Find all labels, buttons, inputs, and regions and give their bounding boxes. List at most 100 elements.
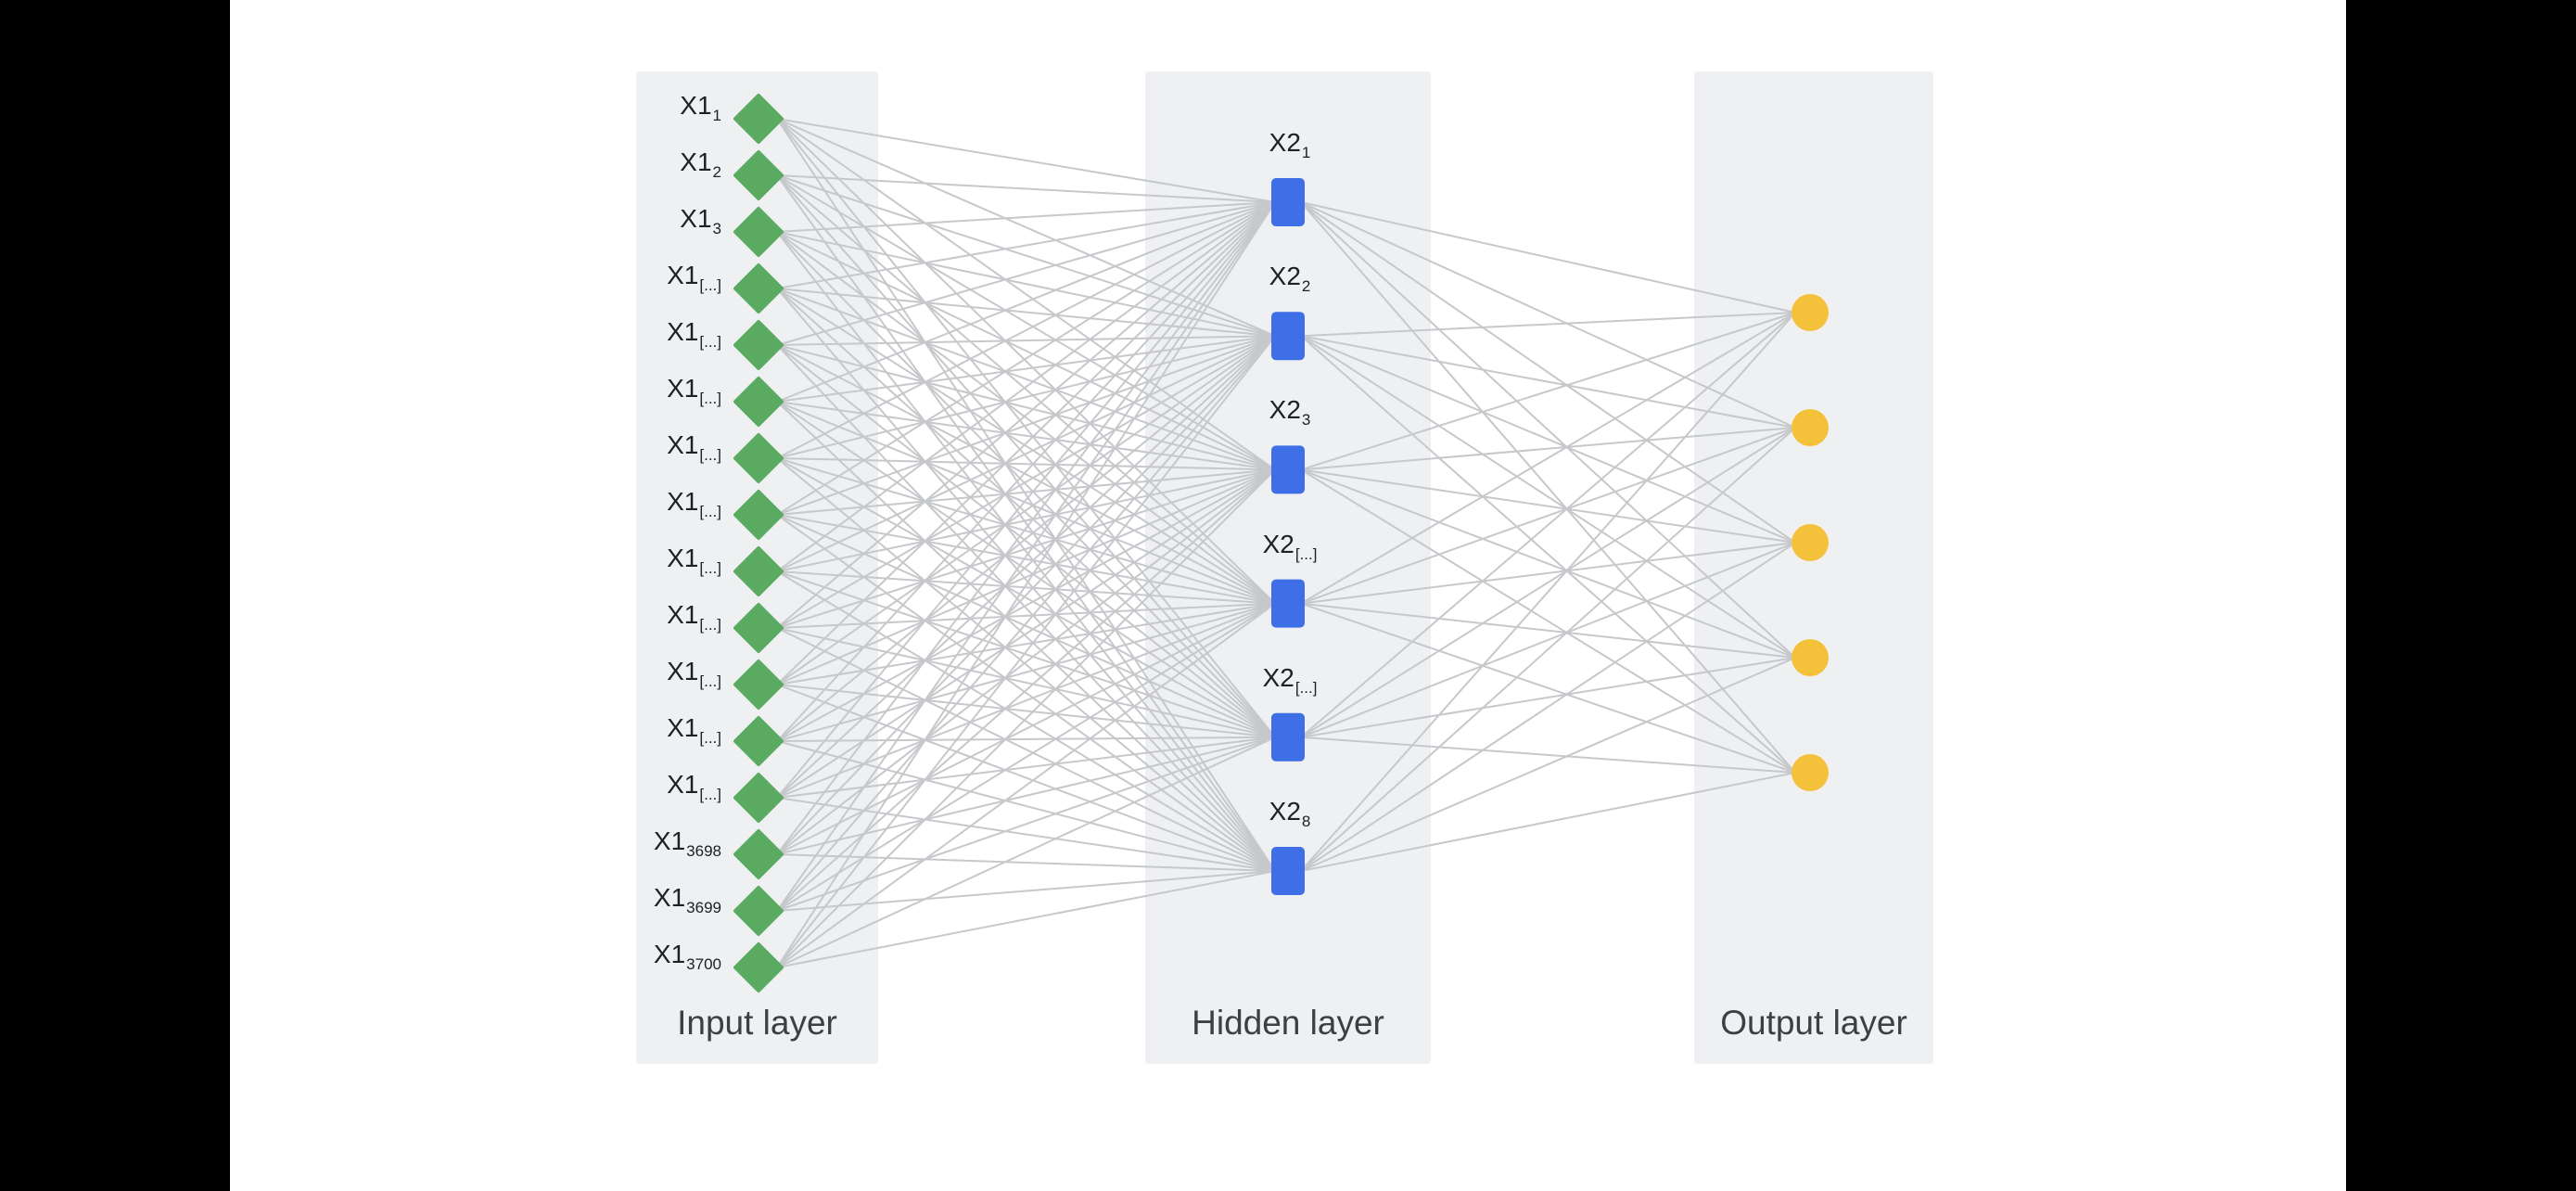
input-node-label: X1[...] bbox=[610, 374, 721, 408]
input-node bbox=[733, 263, 784, 314]
edge-hidden-output bbox=[1300, 427, 1796, 872]
edge-input-hidden bbox=[776, 468, 1276, 742]
node-label-subscript: [...] bbox=[699, 729, 721, 747]
edge-input-hidden bbox=[776, 602, 1276, 912]
edge-input-hidden bbox=[776, 514, 1276, 872]
hidden-node bbox=[1271, 579, 1305, 628]
input-node-label: X1[...] bbox=[610, 600, 721, 634]
edge-input-hidden bbox=[776, 335, 1276, 459]
edge-input-hidden bbox=[776, 627, 1276, 872]
hidden-node bbox=[1271, 847, 1305, 895]
edge-input-hidden bbox=[776, 231, 1276, 605]
edge-input-hidden bbox=[776, 288, 1276, 338]
edge-input-hidden bbox=[776, 201, 1276, 968]
edge-input-hidden bbox=[776, 797, 1276, 872]
edge-hidden-output bbox=[1300, 335, 1796, 429]
node-label-base: X2 bbox=[1269, 262, 1301, 291]
edge-input-hidden bbox=[776, 201, 1276, 855]
node-label-subscript: 3698 bbox=[686, 842, 721, 860]
input-layer-label: Input layer bbox=[677, 1004, 837, 1042]
node-label-base: X1 bbox=[667, 657, 699, 685]
edge-input-hidden bbox=[776, 288, 1276, 605]
edge-input-hidden bbox=[776, 231, 1276, 338]
input-node bbox=[733, 433, 784, 483]
edge-input-hidden bbox=[776, 201, 1276, 233]
edge-input-hidden bbox=[776, 335, 1276, 516]
hidden-node-label: X2[...] bbox=[1234, 530, 1345, 564]
edge-input-hidden bbox=[776, 344, 1276, 471]
edge-input-hidden bbox=[776, 457, 1276, 605]
node-label-subscript: 3700 bbox=[686, 955, 721, 973]
input-node-label: X1[...] bbox=[610, 657, 721, 691]
node-label-subscript: 1 bbox=[1301, 144, 1311, 161]
hidden-layer-label: Hidden layer bbox=[1192, 1004, 1384, 1042]
edge-input-hidden bbox=[776, 335, 1276, 855]
node-label-base: X2 bbox=[1269, 395, 1301, 425]
edge-input-hidden bbox=[776, 201, 1276, 685]
edge-input-hidden bbox=[776, 457, 1276, 738]
node-label-subscript: [...] bbox=[699, 503, 721, 520]
node-label-subscript: 8 bbox=[1301, 813, 1311, 830]
edge-hidden-output bbox=[1300, 201, 1796, 314]
edge-hidden-output bbox=[1300, 201, 1796, 544]
output-node bbox=[1792, 524, 1829, 561]
input-node-label: X1[...] bbox=[610, 770, 721, 804]
edge-input-hidden bbox=[776, 602, 1276, 799]
edge-input-hidden bbox=[776, 201, 1276, 799]
hidden-node bbox=[1271, 312, 1305, 361]
hidden-node bbox=[1271, 445, 1305, 494]
edge-input-hidden bbox=[776, 570, 1276, 605]
edge-input-hidden bbox=[776, 174, 1276, 738]
edge-input-hidden bbox=[776, 201, 1276, 403]
edge-hidden-output bbox=[1300, 427, 1796, 605]
edge-input-hidden bbox=[776, 288, 1276, 471]
edge-input-hidden bbox=[776, 174, 1276, 203]
edge-input-hidden bbox=[776, 344, 1276, 738]
hidden-node-label: X22 bbox=[1234, 262, 1345, 296]
edge-input-hidden bbox=[776, 602, 1276, 629]
hidden-node-label: X21 bbox=[1234, 128, 1345, 162]
node-label-base: X1 bbox=[680, 91, 712, 120]
node-label-base: X1 bbox=[680, 204, 712, 233]
node-label-subscript: 1 bbox=[712, 107, 721, 124]
edge-input-hidden bbox=[776, 118, 1276, 471]
node-label-base: X2 bbox=[1269, 128, 1301, 157]
node-label-base: X1 bbox=[667, 487, 699, 516]
input-node bbox=[733, 546, 784, 596]
edge-input-hidden bbox=[776, 344, 1276, 872]
input-node bbox=[733, 207, 784, 257]
node-label-subscript: 2 bbox=[1301, 277, 1311, 296]
hidden-node-label: X28 bbox=[1234, 797, 1345, 831]
input-node bbox=[733, 94, 784, 144]
node-label-base: X1 bbox=[667, 261, 699, 289]
node-label-base: X1 bbox=[653, 940, 686, 968]
edge-input-hidden bbox=[776, 174, 1276, 605]
node-label-subscript: [...] bbox=[699, 446, 721, 464]
edge-hidden-output bbox=[1300, 468, 1796, 774]
output-node bbox=[1792, 754, 1829, 791]
output-layer-label: Output layer bbox=[1720, 1004, 1907, 1042]
edge-input-hidden bbox=[776, 201, 1276, 629]
node-label-subscript: [...] bbox=[699, 672, 721, 690]
node-label-base: X1 bbox=[653, 883, 686, 912]
input-node-label: X1[...] bbox=[610, 261, 721, 295]
edge-input-hidden bbox=[776, 201, 1276, 516]
node-label-subscript: [...] bbox=[699, 333, 721, 351]
edge-input-hidden bbox=[776, 736, 1276, 799]
node-label-subscript: [...] bbox=[699, 786, 721, 803]
edge-input-hidden bbox=[776, 201, 1276, 572]
edge-input-hidden bbox=[776, 335, 1276, 685]
hidden-node bbox=[1271, 712, 1305, 762]
edge-input-hidden bbox=[776, 174, 1276, 872]
edge-input-hidden bbox=[776, 870, 1276, 968]
edge-input-hidden bbox=[776, 468, 1276, 912]
input-node-label: X1[...] bbox=[610, 487, 721, 521]
input-node-label: X11 bbox=[610, 91, 721, 125]
node-label-base: X1 bbox=[667, 317, 699, 346]
edge-input-hidden bbox=[776, 684, 1276, 872]
node-label-base: X1 bbox=[667, 713, 699, 742]
edge-input-hidden bbox=[776, 602, 1276, 855]
edge-hidden-output bbox=[1300, 542, 1796, 605]
edge-input-hidden bbox=[776, 401, 1276, 738]
